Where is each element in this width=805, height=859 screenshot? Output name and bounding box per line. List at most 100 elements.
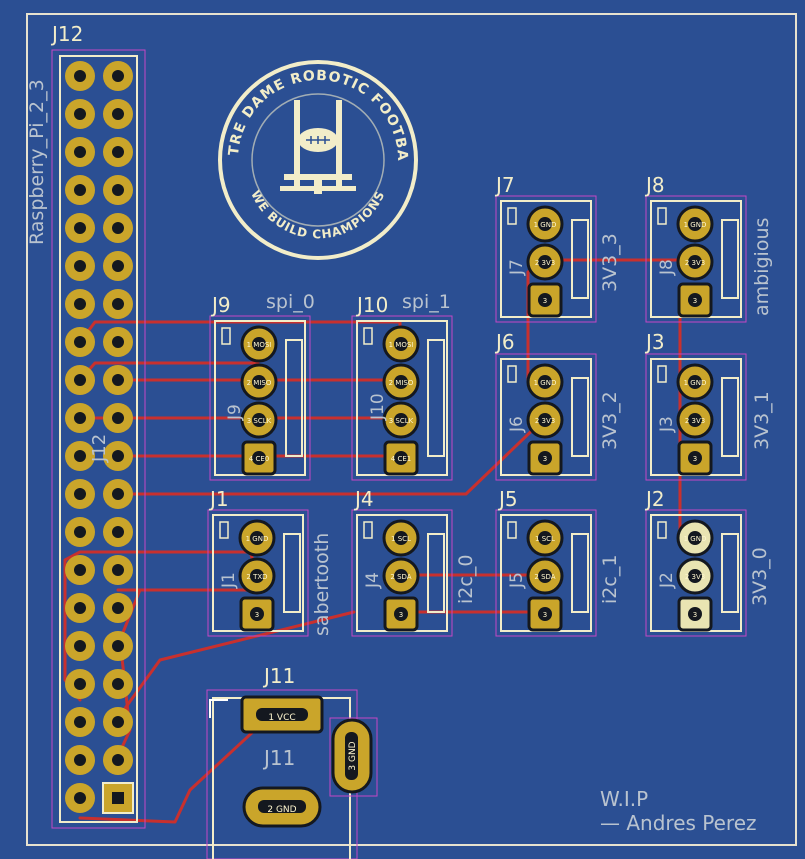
jack-pad-2-slot xyxy=(258,800,306,813)
connector-courtyard xyxy=(645,353,747,481)
connector-pin-hole xyxy=(688,569,702,583)
connector-pin-label: 4 CE0 xyxy=(249,455,269,463)
jack-pad-1-label: 1 VCC xyxy=(268,713,295,723)
connector-fab-ref: J2 xyxy=(657,572,677,589)
connector-latch-outline xyxy=(285,339,303,457)
trace-15 xyxy=(116,610,356,720)
connector-pin-label: 2 SDA xyxy=(534,573,555,581)
connector-key-mark xyxy=(507,207,517,225)
connector-pin-label: 3 xyxy=(543,611,547,619)
header-pin-hole xyxy=(74,298,86,310)
connector-fab-ref: J5 xyxy=(507,572,527,589)
connector-pin-hole xyxy=(394,569,408,583)
connector-latch-outline xyxy=(571,533,589,613)
header-pin-hole xyxy=(74,450,86,462)
connector-pin-hole xyxy=(250,531,264,545)
connector-pin-label: 1 GND xyxy=(246,535,269,543)
connector-pin-hole xyxy=(394,375,408,389)
connector-pin-label: 3 xyxy=(543,455,547,463)
header-value: Raspberry_Pi_2_3 xyxy=(26,79,48,245)
board-edge-cuts xyxy=(26,13,797,846)
header-j12 xyxy=(51,49,146,829)
header-pin-hole xyxy=(74,374,86,386)
connector-ref: J3 xyxy=(644,330,665,354)
connector-pin-hole xyxy=(688,607,702,621)
connector-pin-label: 4 CE1 xyxy=(391,455,411,463)
connector-pin-label: 2 3V3 xyxy=(685,417,705,425)
connector-pin-label: 1 GND xyxy=(684,379,707,387)
jack-fab-ref: J11 xyxy=(262,746,295,770)
connector-latch-outline xyxy=(571,219,589,299)
header-pin-hole xyxy=(74,222,86,234)
jack-pad-3-slot xyxy=(345,732,358,780)
header-pin-hole xyxy=(74,412,86,424)
connector-pin-label: 3 SCLK xyxy=(389,417,414,425)
connector-pin-label: 2 3V3 xyxy=(535,417,555,425)
connector-value: 3V3_3 xyxy=(599,233,621,292)
connector-pin-label: 3 xyxy=(255,611,259,619)
jack-pad-1-slot xyxy=(256,708,308,721)
logo-ring xyxy=(218,60,418,260)
connector-latch-outline xyxy=(427,339,445,457)
connector-courtyard xyxy=(209,315,311,481)
header-pin-hole xyxy=(112,754,124,766)
connector-pin-label: 1 MOSI xyxy=(247,341,272,349)
header-pin-hole xyxy=(112,374,124,386)
connector-fab-ref: J4 xyxy=(363,572,383,589)
connector-fab-ref: J6 xyxy=(507,416,527,433)
connector-pin-hole xyxy=(688,451,702,465)
connector-pin-hole xyxy=(252,375,266,389)
header-pin-hole xyxy=(74,336,86,348)
connector-pin-label: 2 3V3 xyxy=(685,573,705,581)
connector-latch-outline xyxy=(721,377,739,457)
connector-latch-outline xyxy=(571,377,589,457)
connector-pin-label: 1 GND xyxy=(684,535,707,543)
connector-courtyard xyxy=(495,195,597,323)
header-pin-hole xyxy=(112,678,124,690)
connector-pin-hole xyxy=(538,607,552,621)
connector-value: spi_1 xyxy=(402,291,451,313)
connector-pin-hole xyxy=(250,607,264,621)
connector-ref: J9 xyxy=(210,293,231,317)
connector-fab-ref: J7 xyxy=(507,259,527,276)
header-pin-hole xyxy=(112,716,124,728)
jack-pad-2-label: 2 GND xyxy=(267,805,296,815)
connector-latch-outline xyxy=(283,533,301,613)
trace-17 xyxy=(78,716,270,824)
connector-latch-outline xyxy=(427,533,445,613)
trace-6 xyxy=(116,416,547,496)
header-pin-hole xyxy=(112,450,124,462)
connector-pin-hole xyxy=(538,451,552,465)
header-pin-hole xyxy=(112,146,124,158)
connector-fab-ref: J1 xyxy=(219,572,239,589)
connector-pin-label: 1 GND xyxy=(534,379,557,387)
jack-ref: J11 xyxy=(262,664,295,688)
connector-value: sabertooth xyxy=(311,533,333,636)
connector-ref: J6 xyxy=(494,330,515,354)
connector-key-mark xyxy=(221,327,231,345)
header-silkscreen-outline xyxy=(59,55,138,823)
connector-ref: J5 xyxy=(497,487,518,511)
header-pin-hole xyxy=(112,602,124,614)
connector-courtyard xyxy=(207,509,309,637)
logo-inner-ring xyxy=(251,93,385,227)
connector-courtyard xyxy=(645,509,747,637)
connector-courtyard xyxy=(351,315,453,481)
connector-pin-hole xyxy=(252,337,266,351)
header-pin-hole xyxy=(112,184,124,196)
header-pin-hole xyxy=(112,108,124,120)
connector-pin-label: 1 GND xyxy=(684,221,707,229)
connector-key-mark xyxy=(363,327,373,345)
connector-pin-hole xyxy=(538,375,552,389)
connector-pin-hole xyxy=(394,607,408,621)
connector-key-mark xyxy=(657,207,667,225)
header-pin-hole xyxy=(74,678,86,690)
connector-pin-label: 3 SCLK xyxy=(247,417,272,425)
connector-fab-ref: J10 xyxy=(368,393,388,421)
connector-value: spi_0 xyxy=(266,291,315,313)
